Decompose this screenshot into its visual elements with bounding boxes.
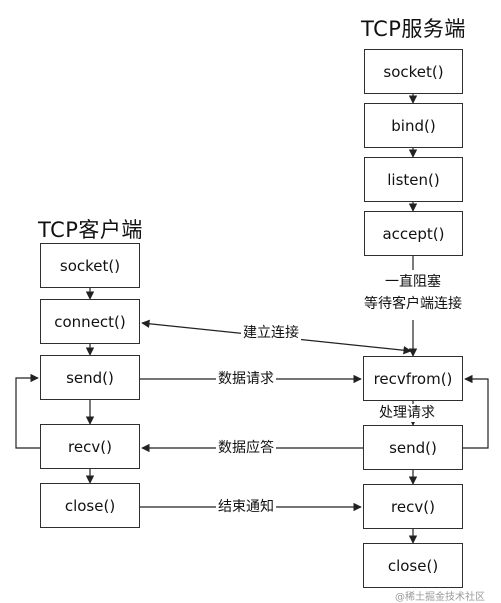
client-close-box: close() — [40, 483, 140, 528]
data-response-label: 数据应答 — [216, 439, 276, 457]
server-recvfrom-box: recvfrom() — [363, 356, 463, 401]
watermark: @稀土掘金技术社区 — [395, 592, 485, 603]
process-request-note: 处理请求 — [377, 404, 437, 422]
client-title: TCP客户端 — [38, 218, 143, 242]
blocking-note-line1: 一直阻塞 — [385, 274, 441, 290]
establish-connection-label: 建立连接 — [241, 324, 301, 342]
end-notice-label: 结束通知 — [216, 498, 276, 516]
server-title: TCP服务端 — [361, 17, 466, 41]
data-request-label: 数据请求 — [216, 370, 276, 388]
server-socket-box: socket() — [364, 49, 463, 94]
server-recv-box: recv() — [363, 484, 463, 529]
client-loop-arrow — [15, 373, 40, 449]
server-close-box: close() — [363, 543, 463, 588]
client-send-box: send() — [40, 355, 140, 400]
server-loop-arrow — [463, 374, 489, 449]
server-bind-box: bind() — [364, 103, 463, 148]
server-listen-box: listen() — [364, 157, 463, 202]
server-send-box: send() — [363, 425, 463, 470]
client-connect-box: connect() — [40, 299, 140, 344]
server-accept-box: accept() — [364, 211, 463, 256]
client-socket-box: socket() — [40, 243, 140, 288]
blocking-note-line2: 等待客户端连接 — [364, 296, 462, 312]
client-recv-box: recv() — [40, 424, 140, 469]
